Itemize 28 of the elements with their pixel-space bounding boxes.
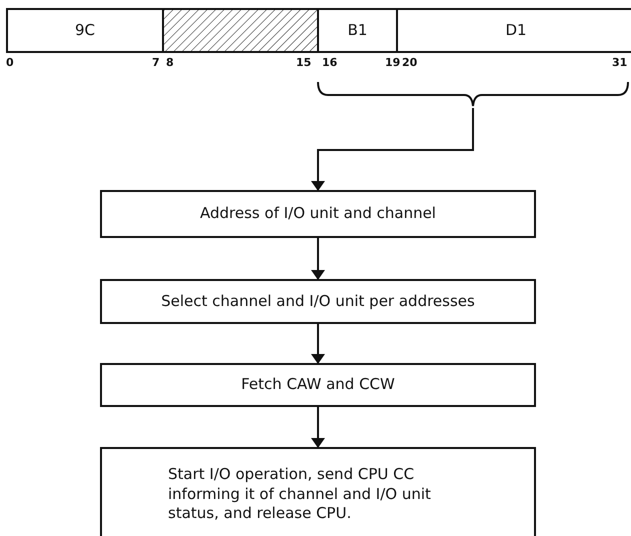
bit-number: 15 <box>296 56 312 69</box>
bit-number: 0 <box>6 56 14 69</box>
arrow <box>311 407 325 448</box>
field-label: B1 <box>348 20 368 40</box>
step-text: Address of I/O unit and channel <box>200 204 436 224</box>
bit-number: 20 <box>402 56 418 69</box>
curly-bracket <box>316 82 630 108</box>
bit-number: 16 <box>322 56 338 69</box>
arrow <box>311 238 325 280</box>
step-text: Start I/O operation, send CPU CC informing it of channel and I/O unit status, and release CPU. <box>168 465 432 524</box>
step-text: Fetch CAW and CCW <box>241 375 395 395</box>
field-label: D1 <box>505 20 527 40</box>
process-box <box>100 279 536 324</box>
opcode-field <box>6 8 164 53</box>
arrow <box>311 108 474 191</box>
hatched-field <box>162 8 319 53</box>
arrow <box>311 324 325 364</box>
process-box <box>100 190 536 238</box>
displacement-field <box>396 8 631 53</box>
bit-number: 7 <box>152 56 160 69</box>
process-box <box>100 363 536 407</box>
bit-number: 8 <box>166 56 174 69</box>
base-field <box>317 8 398 53</box>
field-label: 9C <box>74 20 96 40</box>
step-text: Select channel and I/O unit per addresses <box>161 292 475 312</box>
bit-number: 31 <box>612 56 628 69</box>
process-box <box>100 447 536 536</box>
bit-number: 19 <box>385 56 400 69</box>
